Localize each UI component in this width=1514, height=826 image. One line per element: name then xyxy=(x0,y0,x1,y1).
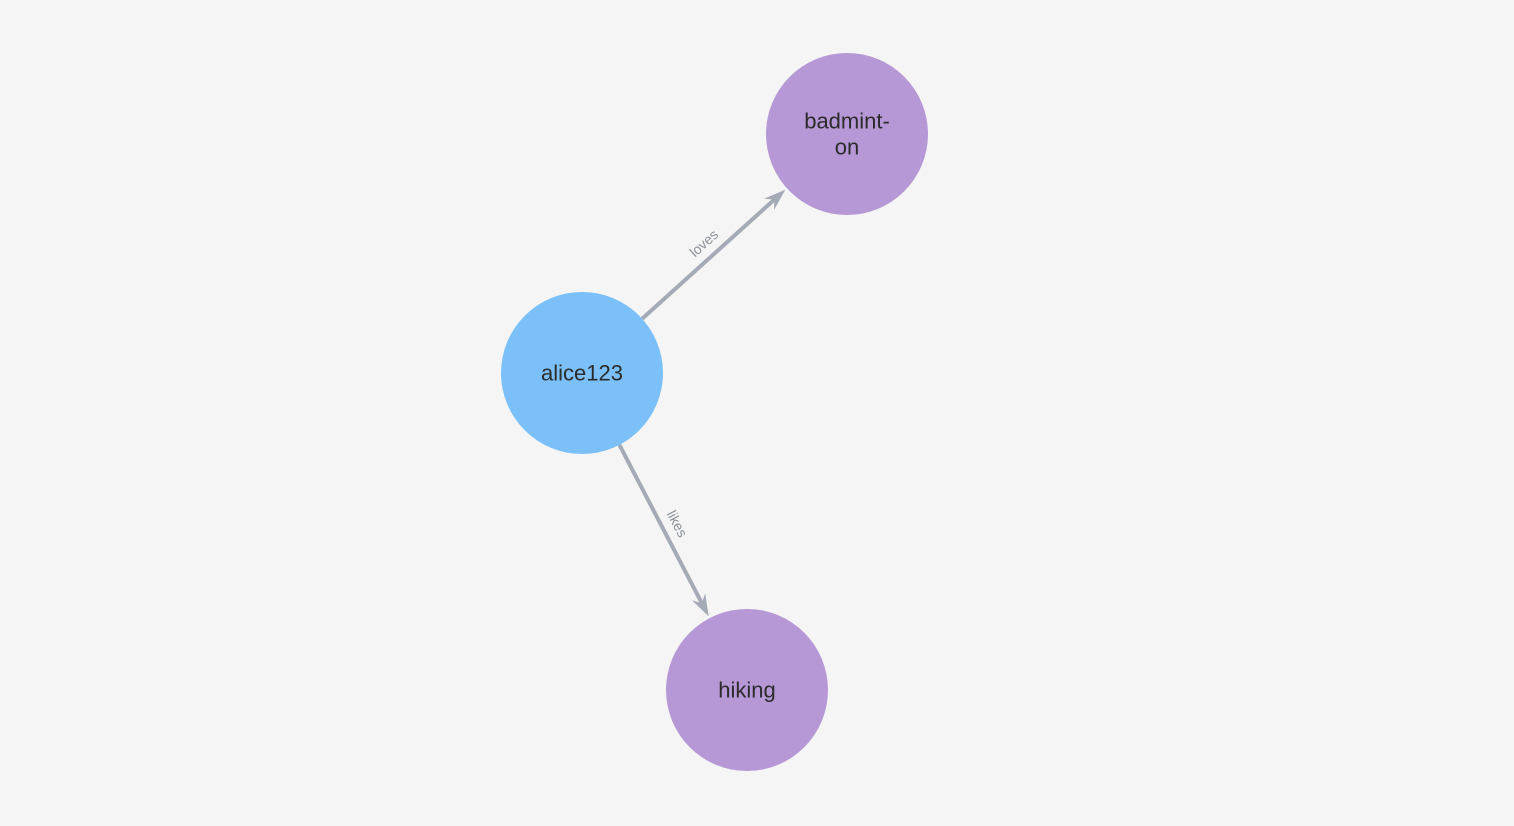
node-badminton[interactable] xyxy=(766,53,928,215)
edge-likes[interactable] xyxy=(617,443,704,605)
node-alice123[interactable] xyxy=(501,292,663,454)
edge-label-loves: loves xyxy=(686,226,721,260)
edge-arrowhead-loves xyxy=(764,189,786,210)
edge-loves[interactable] xyxy=(640,197,777,321)
node-hiking[interactable] xyxy=(666,609,828,771)
edge-arrowhead-likes xyxy=(691,593,709,617)
